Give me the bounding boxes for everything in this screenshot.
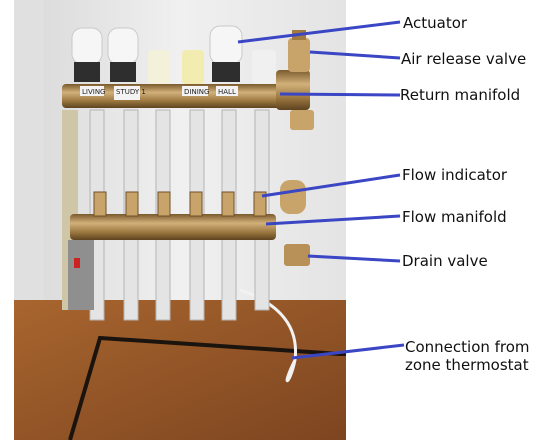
flow-indicator xyxy=(93,191,107,217)
label-connection-line1: Connection from xyxy=(405,338,530,356)
pipe-tag-bg xyxy=(114,86,140,100)
pipe-tag-bg xyxy=(216,86,238,96)
label-air-release-valve: Air release valve xyxy=(401,50,527,68)
leader-flow-indicator xyxy=(261,173,401,198)
flow-indicator xyxy=(157,191,171,217)
leader-return-manifold xyxy=(279,92,401,97)
flow-air-vent xyxy=(280,180,306,214)
valve-cap xyxy=(148,50,170,84)
actuator-head xyxy=(209,25,243,65)
actuator-base xyxy=(212,62,240,82)
flow-indicator xyxy=(253,191,267,217)
valve-cap xyxy=(252,50,276,84)
pipe-tag-text: DINING xyxy=(184,88,209,96)
pipe-tag-bg xyxy=(182,86,208,96)
leader-flow-manifold xyxy=(265,214,401,226)
grey-pipe xyxy=(68,240,94,310)
flow-indicator xyxy=(221,191,235,217)
leader-connection xyxy=(291,343,405,360)
actuator-base xyxy=(74,62,100,82)
air-release-valve-body xyxy=(288,38,310,72)
wooden-floor xyxy=(14,300,346,440)
pipe-tag-text: LIVING xyxy=(82,88,105,96)
label-drain-valve: Drain valve xyxy=(402,252,488,270)
flow-indicators xyxy=(93,191,267,217)
actuators xyxy=(71,25,276,84)
drain-valve-body xyxy=(284,244,310,266)
red-tape xyxy=(74,258,80,268)
door-frame xyxy=(14,0,44,300)
flow-indicator xyxy=(189,191,203,217)
pipe-tag-bg xyxy=(80,86,104,96)
actuator-base xyxy=(110,62,136,82)
leader-actuator xyxy=(237,20,401,44)
leader-drain-valve xyxy=(307,254,401,263)
leader-lines xyxy=(237,20,405,360)
return-manifold-fitting xyxy=(276,70,310,110)
label-actuator: Actuator xyxy=(403,14,468,32)
actuator-head xyxy=(71,27,103,65)
floor-hatch-outline xyxy=(68,335,346,441)
leader-air-release-valve xyxy=(309,50,401,60)
flow-indicator xyxy=(125,191,139,217)
pipe-tag-text: HALL xyxy=(218,88,236,96)
pipe-tag-text: STUDY 1 xyxy=(116,88,146,96)
label-return-manifold: Return manifold xyxy=(400,86,521,104)
flow-manifold-bar xyxy=(70,214,276,240)
valve-cap xyxy=(182,50,204,84)
label-flow-manifold: Flow manifold xyxy=(402,208,507,226)
label-connection-line2: zone thermostat xyxy=(405,356,529,374)
actuator-head xyxy=(107,27,139,65)
return-outlet-valve xyxy=(290,110,314,130)
label-flow-indicator: Flow indicator xyxy=(402,166,508,184)
